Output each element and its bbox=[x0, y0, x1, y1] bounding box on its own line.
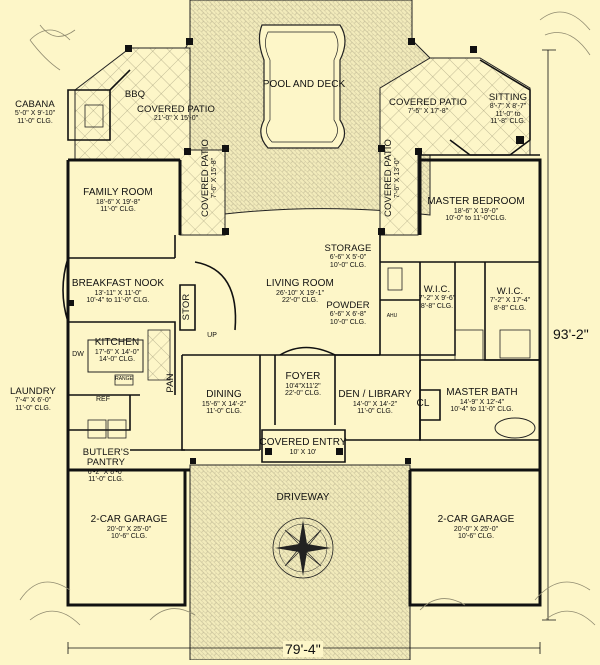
pool-deck-area bbox=[179, 0, 431, 221]
overall-width-dimension: 79'-4" bbox=[283, 641, 323, 657]
cl-label: CL bbox=[416, 398, 430, 409]
up-label: UP bbox=[207, 332, 217, 339]
plant-decor bbox=[19, 11, 596, 626]
master-bedroom-label: MASTER BEDROOM 18'-6" X 19'-0" 10'-0" to… bbox=[427, 196, 525, 223]
pan-label: PAN bbox=[164, 373, 176, 393]
pool-and-deck-label: POOL AND DECK bbox=[262, 79, 346, 90]
covered-patio-left-vertical-label: COVERED PATIO 7'-6" X 15'-8" bbox=[200, 138, 219, 218]
master-bath-label: MASTER BATH 14'-9" X 12'-4" 10'-4" to 11… bbox=[446, 387, 518, 414]
wic-left-label: W.I.C. 7'-2" X 9'-6" 8'-8" CLG. bbox=[418, 284, 456, 310]
garage-left-label: 2-CAR GARAGE 20'-0" X 25'-0" 10'-6" CLG. bbox=[90, 514, 168, 541]
wic-right-label: W.I.C. 7'-2" X 17'-4" 8'-8" CLG. bbox=[489, 286, 531, 312]
butlers-pantry-label: BUTLER'S PANTRY 6'-2" X 8'-0" 11'-0" CLG… bbox=[82, 447, 130, 484]
living-room-label: LIVING ROOM 26'-10" X 19'-1" 22'-0" CLG. bbox=[266, 278, 334, 305]
storage-label: STORAGE 6'-6" X 5'-0" 10'-0" CLG. bbox=[324, 243, 372, 269]
cabana-label: CABANA 5'-0" X 9'-10" 11'-0" CLG. bbox=[14, 99, 56, 125]
stor-label: STOR bbox=[180, 293, 192, 321]
compass-rose bbox=[272, 517, 334, 579]
kitchen-label: KITCHEN 17'-6" X 14'-0" 14'-0" CLG. bbox=[94, 337, 140, 364]
family-room-label: FAMILY ROOM 18'-6" X 19'-8" 11'-0" CLG. bbox=[83, 187, 153, 214]
bbq-label: BBQ bbox=[124, 89, 146, 100]
den-library-label: DEN / LIBRARY 14'-0" X 14'-2" 11'-0" CLG… bbox=[338, 389, 412, 416]
garage-right-label: 2-CAR GARAGE 20'-0" X 25'-0" 10'-6" CLG. bbox=[437, 514, 515, 541]
dining-label: DINING 15'-6" X 14'-2" 11'-0" CLG. bbox=[201, 389, 247, 416]
covered-entry-label: COVERED ENTRY 10' X 10' bbox=[259, 437, 347, 456]
driveway-label: DRIVEWAY bbox=[276, 492, 330, 503]
covered-patio-right-label: COVERED PATIO 7'-5" X 17'-8" bbox=[388, 97, 468, 116]
sitting-label: SITTING 8'-7" X 8'-7" 11'-0" to 11'-8" C… bbox=[488, 92, 528, 126]
breakfast-nook-label: BREAKFAST NOOK 13'-11" X 11'-0" 10'-4" t… bbox=[71, 278, 165, 305]
covered-patio-right-vertical-label: COVERED PATIO 7'-6" X 13'-0" bbox=[383, 138, 402, 218]
dw-label: DW bbox=[72, 351, 84, 358]
range-label: RANGE bbox=[115, 376, 133, 382]
overall-depth-dimension: 93'-2" bbox=[552, 326, 590, 342]
covered-patio-left-label: COVERED PATIO 21'-0" X 15'-0" bbox=[136, 104, 216, 123]
laundry-label: LAUNDRY 7'-4" X 6'-0" 11'-0" CLG. bbox=[10, 386, 56, 412]
ref-label: REF bbox=[96, 396, 110, 403]
ahu-label: AHU bbox=[386, 313, 398, 319]
powder-label: POWDER 6'-6" X 6'-8" 10'-0" CLG. bbox=[326, 300, 370, 326]
foyer-label: FOYER 10'4"X11'2" 22'-0" CLG. bbox=[284, 371, 322, 398]
